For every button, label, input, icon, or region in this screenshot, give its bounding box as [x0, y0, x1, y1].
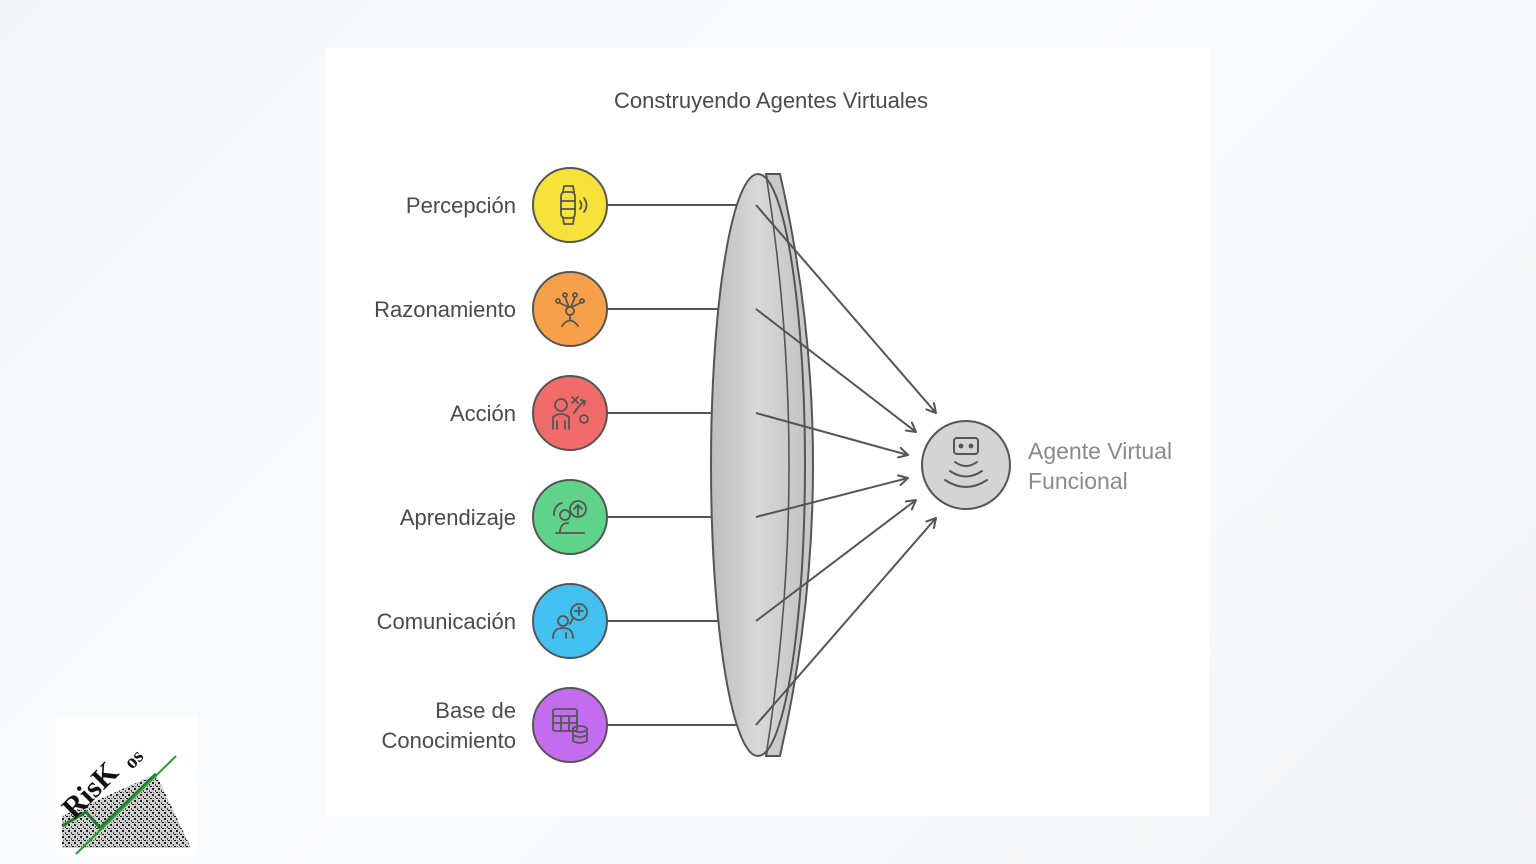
result-node — [921, 420, 1011, 510]
converging-arrow — [755, 308, 917, 433]
converging-arrow — [755, 474, 909, 518]
component-node — [532, 167, 608, 243]
result-label: Agente Virtual Funcional — [1028, 436, 1172, 496]
component-circle — [532, 583, 608, 659]
converging-arrows — [755, 204, 937, 726]
label-base-line2: Conocimiento — [381, 728, 516, 753]
component-circle — [532, 167, 608, 243]
result-label-line2: Funcional — [1028, 468, 1128, 494]
component-node — [532, 687, 608, 763]
converging-arrow — [755, 517, 937, 726]
person-strategy-icon — [552, 396, 589, 430]
result-label-line1: Agente Virtual — [1028, 438, 1173, 464]
label-razonamiento: Razonamiento — [374, 297, 516, 322]
label-accion: Acción — [449, 401, 516, 426]
component-node — [532, 479, 608, 555]
smartwatch-signal-icon — [560, 185, 588, 225]
component-circle — [532, 375, 608, 451]
component-circle — [532, 687, 608, 763]
converging-arrow — [755, 412, 909, 459]
component-node — [532, 375, 608, 451]
component-node — [532, 583, 608, 659]
learning-brain-icon — [553, 500, 587, 534]
label-percepcion: Percepción — [405, 193, 516, 218]
diagram-title: Construyendo Agentes Virtuales — [614, 88, 928, 113]
component-circle — [532, 271, 608, 347]
component-node — [532, 271, 608, 347]
converging-arrow — [755, 204, 937, 414]
riskos-logo-graphic: RisK os — [56, 745, 191, 855]
lens-filter — [710, 173, 814, 757]
robot-signal-icon — [944, 437, 988, 488]
label-comunicacion: Comunicación — [376, 609, 516, 634]
label-aprendizaje: Aprendizaje — [399, 505, 516, 530]
person-network-icon — [555, 292, 585, 327]
label-base-line1: Base de — [435, 698, 516, 723]
database-table-icon — [552, 708, 588, 744]
svg-text:os: os — [120, 745, 148, 773]
label-base-conocimiento: Base de Conocimiento — [381, 696, 516, 756]
riskos-logo: RisK os — [56, 716, 198, 856]
person-chat-icon — [552, 603, 588, 639]
converging-arrow — [755, 499, 917, 622]
